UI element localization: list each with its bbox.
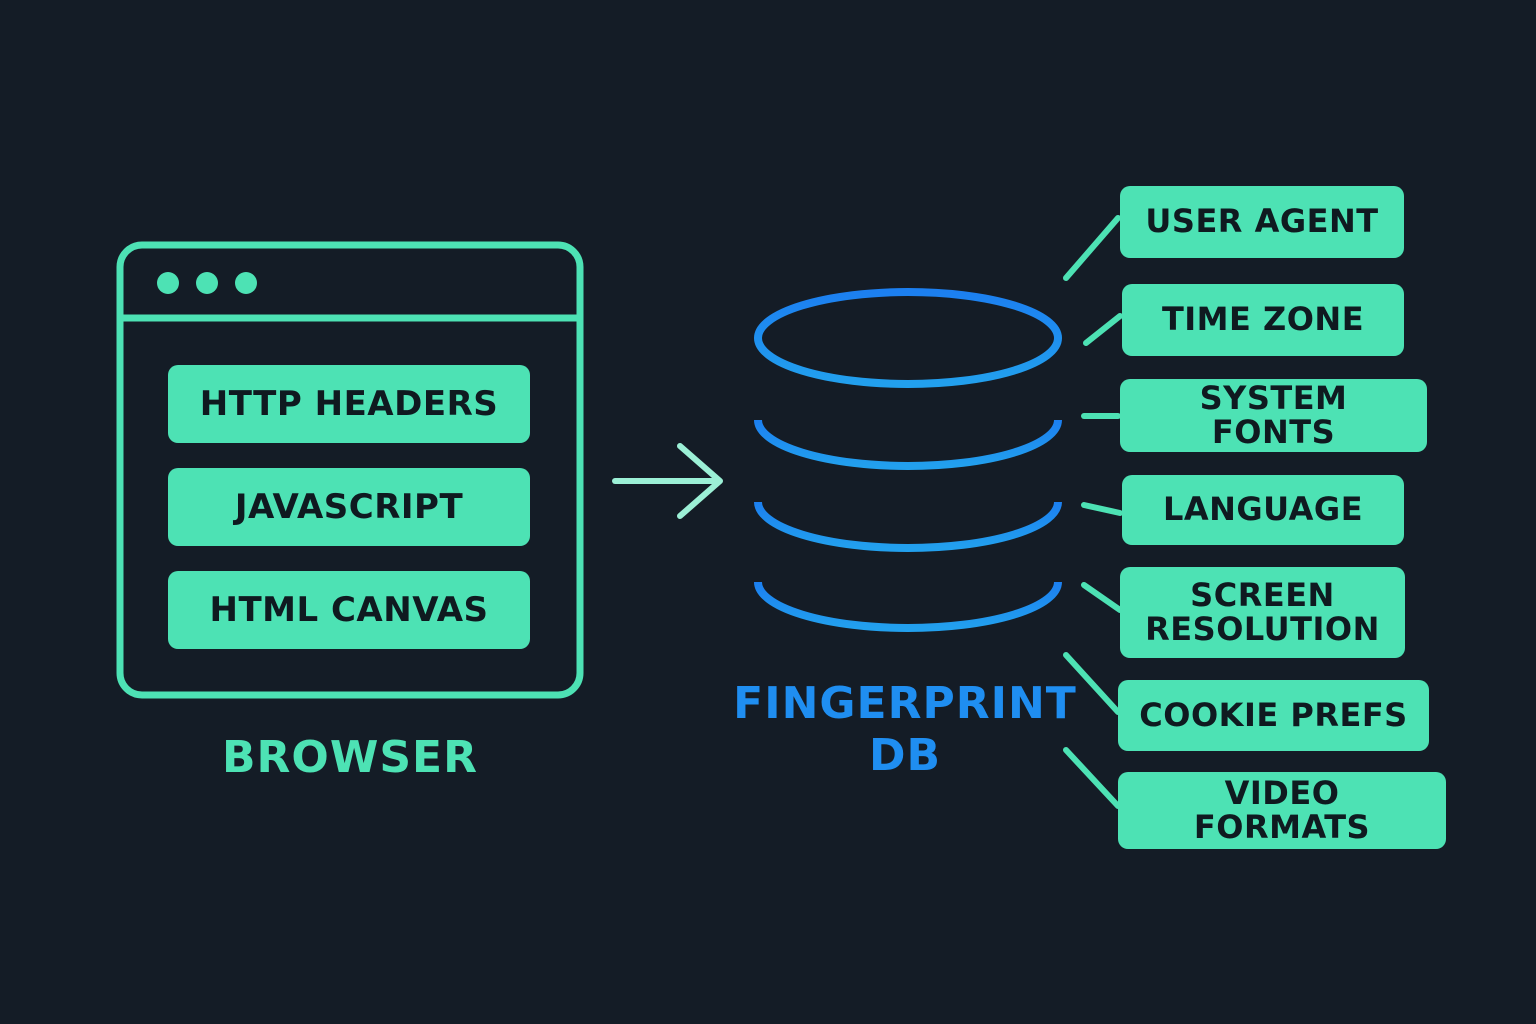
window-dot-2 [196,272,218,294]
browser-item-javascript: JAVASCRIPT [168,468,530,546]
database-label: FINGERPRINT DB [720,678,1090,782]
attribute-time-zone: TIME ZONE [1122,284,1404,356]
attribute-system-fonts: SYSTEM FONTS [1120,379,1427,452]
database-icon [754,288,1062,632]
attribute-user-agent: USER AGENT [1120,186,1404,258]
connector-video-formats [1063,747,1121,809]
browser-item-html-canvas: HTML CANVAS [168,571,530,649]
connector-language [1081,502,1123,516]
attribute-cookie-prefs: COOKIE PREFS [1118,680,1429,751]
window-dot-1 [157,272,179,294]
connector-screen-resolution [1081,582,1123,613]
attribute-language: LANGUAGE [1122,475,1404,545]
browser-label: BROWSER [222,732,478,783]
attribute-connectors [1063,215,1123,809]
browser-item-http-headers: HTTP HEADERS [168,365,530,443]
attribute-video-formats: VIDEO FORMATS [1118,772,1446,849]
arrow-right-icon [612,443,723,519]
attribute-screen-resolution: SCREEN RESOLUTION [1120,567,1405,658]
connector-user-agent [1063,215,1121,281]
connector-time-zone [1083,313,1123,346]
connector-cookie-prefs [1063,652,1121,715]
window-dot-3 [235,272,257,294]
database-label-line2: DB [868,730,942,781]
database-label-line1: FINGERPRINT [733,678,1077,729]
browser-window-icon [116,241,584,699]
